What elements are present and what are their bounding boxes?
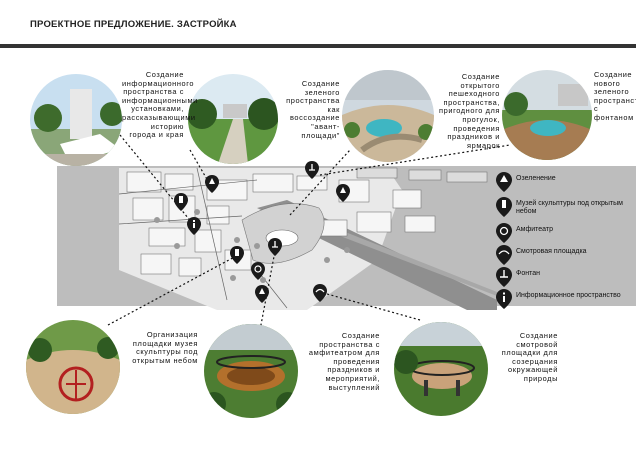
caption-fountain-space: Создание нового зеленого пространства с … — [594, 70, 636, 122]
caption-pedestrian-space: Создание открытого пешеходного пространс… — [439, 72, 500, 150]
title-divider — [0, 44, 636, 48]
info-icon — [496, 289, 512, 309]
site-plan — [57, 166, 497, 310]
map-pin-info — [187, 217, 201, 235]
photo-green-space — [188, 74, 278, 164]
caption-green-space: Создание зеленого пространства как воссо… — [286, 79, 340, 140]
caption-viewpoint: Создание смотровой площадки для созерцан… — [501, 331, 558, 383]
legend-label: Озеленение — [516, 175, 556, 182]
caption-amphitheater: Создание пространства с амфитеатром для … — [308, 331, 380, 392]
photo-info-space — [30, 74, 122, 166]
legend-label: Фонтан — [516, 270, 540, 277]
photo-fountain-space — [502, 70, 592, 160]
map-pin-statue-2 — [230, 246, 244, 264]
amphitheater-icon — [496, 223, 512, 243]
map-pin-tree-3 — [336, 184, 350, 202]
page-title: ПРОЕКТНОЕ ПРЕДЛОЖЕНИЕ. ЗАСТРОЙКА — [30, 19, 237, 30]
tree-icon — [496, 172, 512, 192]
map-pin-amphitheater — [251, 262, 265, 280]
map-pin-fountain — [268, 238, 282, 256]
map-pin-fountain-2 — [305, 161, 319, 179]
photo-viewpoint — [394, 322, 488, 416]
fountain-icon — [496, 267, 512, 287]
caption-info-space: Создание информационного пространства с … — [122, 70, 198, 140]
legend-label: Смотровая площадка — [516, 248, 587, 255]
photo-amphitheater — [204, 324, 298, 418]
map-pin-viewpoint — [313, 284, 327, 302]
map-pin-tree-2 — [255, 285, 269, 303]
legend-label: Музей скульптуры под открытым небом — [516, 200, 623, 215]
legend-label: Амфитеатр — [516, 226, 554, 233]
photo-pedestrian-space — [342, 70, 434, 162]
map-pin-statue — [174, 193, 188, 211]
caption-sculpture-museum: Организация площадки музея скульптуры по… — [132, 330, 198, 365]
statue-icon — [496, 197, 512, 217]
viewpoint-icon — [496, 245, 512, 265]
legend-label: Информационное пространство — [516, 292, 621, 299]
map-pin-tree — [205, 175, 219, 193]
photo-sculpture-museum — [26, 320, 120, 414]
